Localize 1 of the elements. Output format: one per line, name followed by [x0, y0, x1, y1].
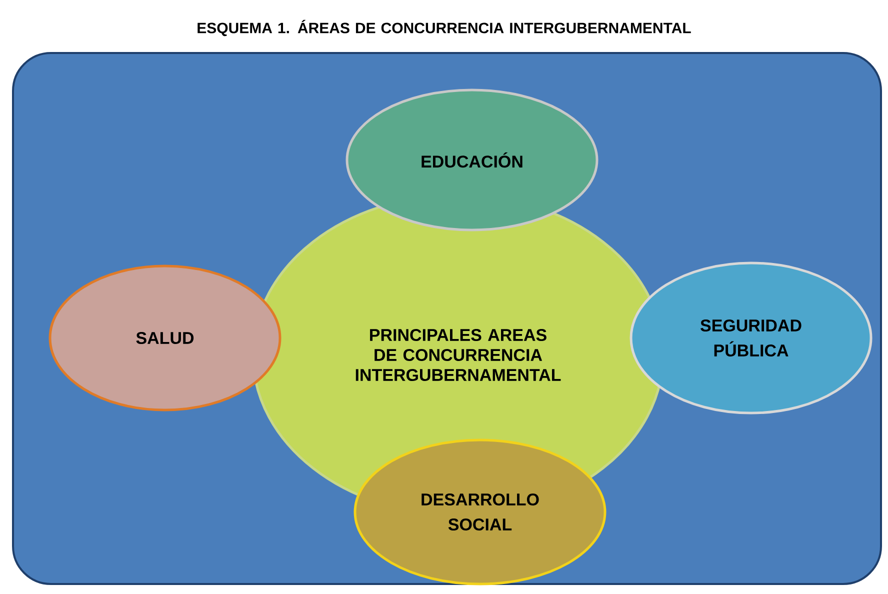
- title: ESQUEMA 1. ÁREAS DE CONCURRENCIA INTERGUBERNAMENTAL: [198, 20, 691, 36]
